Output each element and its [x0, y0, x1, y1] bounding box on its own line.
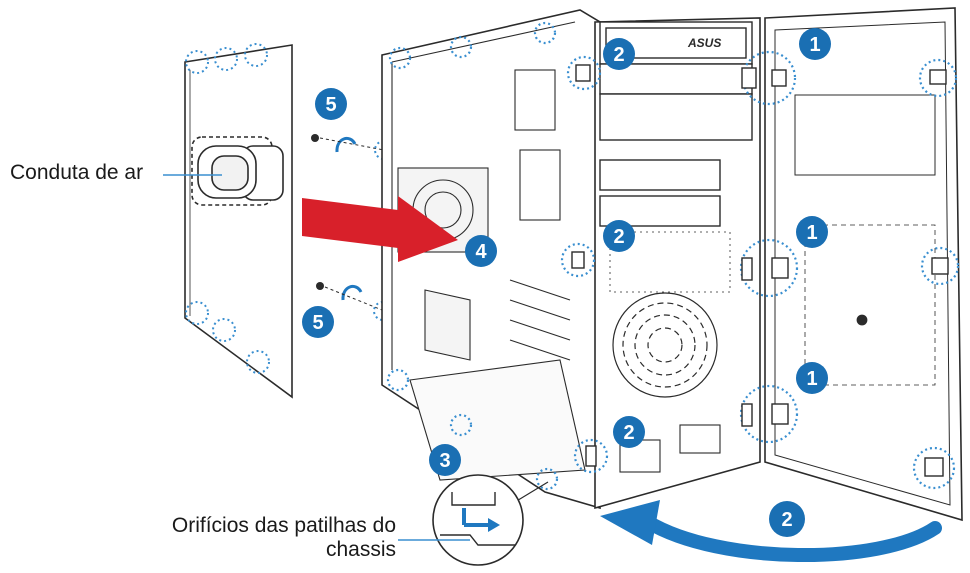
panel-tab-circles — [185, 43, 270, 374]
insert-arrow — [302, 196, 458, 262]
rotate-arrowhead — [600, 500, 660, 545]
air-duct — [191, 136, 284, 206]
step-badge-1c: 1 — [796, 362, 828, 394]
side-panel — [184, 44, 293, 399]
svg-text:2: 2 — [781, 509, 792, 531]
vent-grid — [609, 231, 731, 293]
tab-glyphs — [571, 64, 949, 477]
step-badge-5b: 5 — [302, 306, 334, 338]
screw-top — [311, 134, 394, 160]
step-badge-2c: 2 — [613, 416, 645, 448]
svg-text:2: 2 — [623, 422, 634, 444]
step-badge-2b: 2 — [603, 220, 635, 252]
bezel-mesh — [804, 224, 936, 386]
svg-text:1: 1 — [809, 34, 820, 56]
svg-text:1: 1 — [806, 368, 817, 390]
svg-text:2: 2 — [613, 44, 624, 66]
fan-grille — [612, 292, 718, 398]
step-badge-1b: 1 — [796, 216, 828, 248]
step-badge-5a: 5 — [315, 88, 347, 120]
tab-callouts — [386, 21, 960, 491]
chassis-tab-holes-label: Orifícios das patilhas do chassis — [150, 514, 396, 562]
svg-text:3: 3 — [439, 450, 450, 472]
step-badge-4: 4 — [465, 235, 497, 267]
magnifier-inset — [432, 474, 549, 566]
air-duct-label: Conduta de ar — [10, 161, 144, 184]
asus-logo: ASUS — [687, 36, 721, 50]
svg-text:4: 4 — [475, 241, 487, 263]
svg-text:1: 1 — [806, 222, 817, 244]
svg-text:5: 5 — [325, 94, 336, 116]
chassis-tab-holes-label-line1: Orifícios das patilhas do — [171, 514, 396, 537]
rotate-arrow — [641, 515, 942, 562]
chassis-tab-holes-label-line2: chassis — [325, 538, 396, 562]
step-badge-2d: 2 — [769, 501, 805, 537]
svg-text:2: 2 — [613, 226, 624, 248]
step-badge-1a: 1 — [799, 28, 831, 60]
step-badge-3: 3 — [429, 444, 461, 476]
svg-text:5: 5 — [312, 312, 323, 334]
step-badge-2a: 2 — [603, 38, 635, 70]
